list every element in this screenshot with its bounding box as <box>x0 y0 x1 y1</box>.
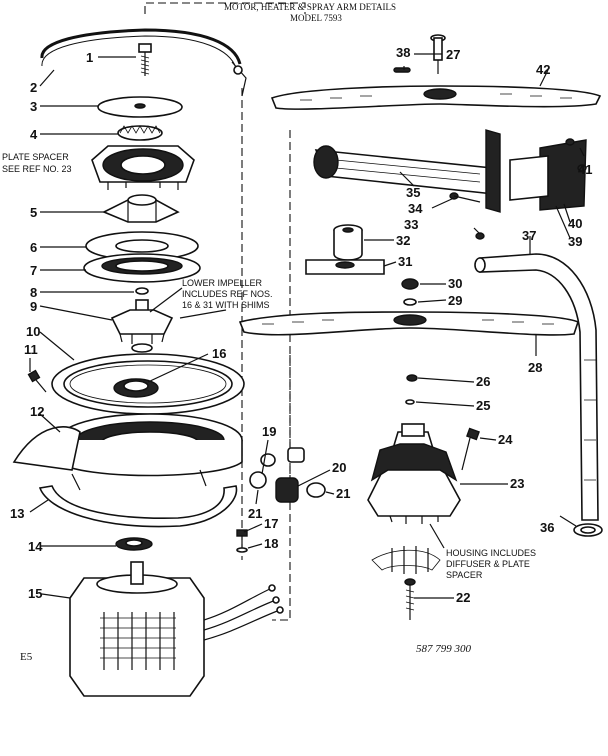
part-housing-23 <box>367 423 461 524</box>
note-plate-spacer-1: PLATE SPACER <box>2 152 69 162</box>
part-screw-22 <box>404 578 416 620</box>
callout-18: 18 <box>264 536 278 551</box>
part-gear-4 <box>117 125 163 141</box>
callout-41: 41 <box>578 162 592 177</box>
part-grommet-36 <box>573 523 603 537</box>
corner-code: E5 <box>20 651 33 663</box>
callout-14: 14 <box>28 539 43 554</box>
part-plate-spacer <box>91 145 195 190</box>
part-bolt-27 <box>430 34 446 74</box>
callout-22: 22 <box>456 590 470 605</box>
callout-33: 33 <box>404 217 418 232</box>
note-housing-3: SPACER <box>446 570 483 580</box>
part-hub-5 <box>102 194 180 223</box>
part-support-35 <box>313 129 501 213</box>
part-pin-38 <box>393 67 411 73</box>
drawing-number: 587 799 300 <box>416 643 472 655</box>
callout-32: 32 <box>396 233 410 248</box>
callout-5: 5 <box>30 205 37 220</box>
part-washer-25 <box>405 399 415 405</box>
callout-17: 17 <box>264 516 278 531</box>
callout-27: 27 <box>446 47 460 62</box>
callout-9: 9 <box>30 299 37 314</box>
callout-24: 24 <box>498 432 513 447</box>
callout-36: 36 <box>540 520 554 535</box>
diagram-title-line-1: MOTOR, HEATER & SPRAY ARM DETAILS <box>224 2 396 12</box>
callout-19: 19 <box>262 424 276 439</box>
part-washer-29 <box>403 298 417 306</box>
callout-25: 25 <box>476 398 490 413</box>
part-heater-element <box>40 28 247 97</box>
part-hose-assembly <box>249 447 326 503</box>
callout-21a: 21 <box>336 486 350 501</box>
leader-lines <box>29 53 585 599</box>
callout-16: 16 <box>212 346 226 361</box>
part-bracket-13 <box>38 469 238 528</box>
dashed-guide-top <box>144 2 306 14</box>
part-shim-31 <box>305 259 385 275</box>
part-upper-spray-arm <box>270 85 602 110</box>
callout-37: 37 <box>522 228 536 243</box>
callout-15: 15 <box>28 586 42 601</box>
callout-10: 10 <box>26 324 40 339</box>
callout-40: 40 <box>568 216 582 231</box>
part-nut-26 <box>406 374 418 382</box>
callout-42: 42 <box>536 62 550 77</box>
part-motor <box>69 561 284 697</box>
callout-3: 3 <box>30 99 37 114</box>
part-nut-33 <box>475 232 485 240</box>
callout-12: 12 <box>30 404 44 419</box>
callout-8: 8 <box>30 285 37 300</box>
part-screw-1 <box>138 43 152 76</box>
callout-28: 28 <box>528 360 542 375</box>
note-housing-2: DIFFUSER & PLATE <box>446 559 530 569</box>
callout-23: 23 <box>510 476 524 491</box>
note-plate-spacer-2: SEE REF NO. 23 <box>2 164 72 174</box>
part-diffuser <box>371 546 441 574</box>
callout-21b: 21 <box>248 506 262 521</box>
dashed-guide-right <box>272 130 291 621</box>
callout-4: 4 <box>30 127 38 142</box>
note-lower-impeller-1: LOWER IMPELLER <box>182 278 263 288</box>
part-pump-housing <box>12 413 243 477</box>
part-screw-11 <box>27 369 47 393</box>
part-screws-34-41 <box>449 138 587 203</box>
part-seal-14 <box>115 537 153 551</box>
part-plate-3 <box>97 96 183 118</box>
part-ring-7 <box>83 253 201 283</box>
callout-11: 11 <box>24 342 38 357</box>
callout-6: 6 <box>30 240 37 255</box>
callout-20: 20 <box>332 460 346 475</box>
callout-34: 34 <box>408 201 423 216</box>
callout-26: 26 <box>476 374 490 389</box>
callout-13: 13 <box>10 506 24 521</box>
part-coupling-32 <box>333 224 363 261</box>
callout-1: 1 <box>86 50 93 65</box>
callout-35: 35 <box>406 185 420 200</box>
callout-30: 30 <box>448 276 462 291</box>
part-lower-impeller <box>110 299 174 353</box>
diagram-title-line-2: MODEL 7593 <box>290 13 342 23</box>
part-nut-8 <box>135 287 149 295</box>
part-gasket-6 <box>85 231 199 261</box>
callout-7: 7 <box>30 263 37 278</box>
callout-2: 2 <box>30 80 37 95</box>
note-lower-impeller-2: INCLUDES REF NOS. <box>182 289 273 299</box>
part-pump-cover <box>51 353 245 415</box>
part-feed-tube-37 <box>474 253 599 521</box>
callout-31: 31 <box>398 254 412 269</box>
callout-39: 39 <box>568 234 582 249</box>
note-lower-impeller-3: 16 & 31 WITH SHIMS <box>182 300 270 310</box>
part-lower-spray-arm <box>238 311 579 336</box>
part-screw-17-18 <box>236 529 248 553</box>
note-housing-1: HOUSING INCLUDES <box>446 548 536 558</box>
part-bracket-39-40 <box>509 139 587 211</box>
callout-29: 29 <box>448 293 462 308</box>
part-screw-24 <box>461 427 480 471</box>
part-nut-30 <box>401 278 419 290</box>
callout-38: 38 <box>396 45 410 60</box>
